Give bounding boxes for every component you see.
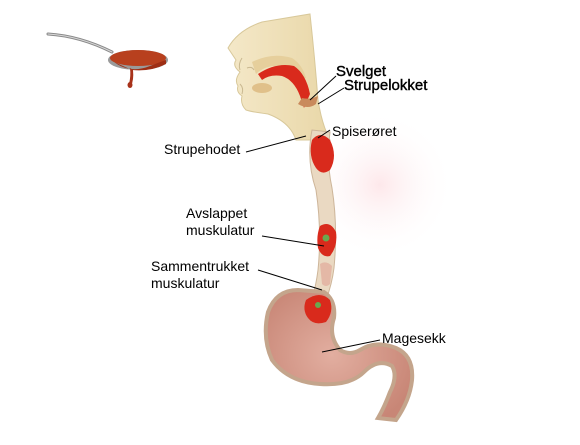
label-strupehodet: Strupehodet [164, 141, 241, 157]
label-avslappet-line2: muskulatur [186, 222, 255, 238]
label-sammentrukket-line2: muskulatur [151, 275, 220, 291]
leader-spiseroret [317, 129, 331, 139]
label-spiseroret: Spiserøret [332, 123, 397, 139]
label-magesekk: Magesekk [382, 330, 446, 346]
label-avslappet-line1: Avslappet [186, 205, 248, 221]
label-sammentrukket-line1: Sammentrukket [151, 258, 250, 274]
leader-magesekk [321, 339, 381, 353]
leader-strupehodet [245, 135, 307, 153]
leader-lines [245, 75, 381, 353]
leader-svelget [309, 75, 337, 101]
leader-avslappet [261, 235, 325, 247]
leader-sammentrukket [257, 269, 323, 291]
stomach-graphic [263, 287, 415, 423]
spoon-graphic [46, 32, 168, 88]
leader-strupelokket [317, 87, 345, 105]
label-svelget: Svelget [336, 63, 387, 80]
label-strupelokket: Strupelokket [344, 77, 428, 94]
esophagus-graphic [309, 129, 337, 301]
head-neck-graphic [227, 13, 331, 141]
background-glow [305, 110, 455, 260]
